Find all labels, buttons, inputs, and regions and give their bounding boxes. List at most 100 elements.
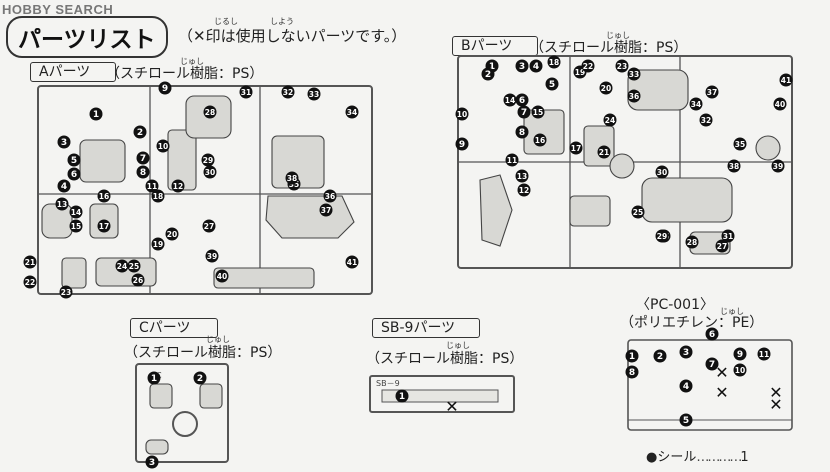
- runner-a-label: Aパーツ: [30, 62, 116, 82]
- svg-text:5: 5: [71, 156, 77, 166]
- part-number-b-9: 10: [455, 107, 469, 121]
- part-number-pc-2: 3: [679, 345, 693, 359]
- svg-text:10: 10: [158, 142, 168, 151]
- part-number-b-23: 24: [603, 113, 617, 127]
- part-number-a-32: 33: [307, 87, 321, 101]
- svg-text:29: 29: [657, 232, 667, 241]
- part-number-a-11: 12: [171, 179, 185, 193]
- part-number-a-1: 2: [133, 125, 147, 139]
- part-number-b-14: 15: [531, 105, 545, 119]
- svg-text:37: 37: [707, 88, 717, 97]
- part-number-a-15: 16: [97, 189, 111, 203]
- part-number-a-37: 38: [285, 171, 299, 185]
- part-number-a-27: 28: [203, 105, 217, 119]
- svg-text:5: 5: [549, 80, 555, 90]
- part-number-a-17: 18: [151, 189, 165, 203]
- pc-unused-cross-mark-3: ✕: [769, 395, 782, 414]
- svg-text:23: 23: [617, 62, 627, 71]
- part-number-a-8: 9: [158, 81, 172, 95]
- part-number-b-5: 6: [515, 93, 529, 107]
- svg-text:4: 4: [683, 382, 689, 392]
- part-number-a-0: 1: [89, 107, 103, 121]
- part-number-a-38: 39: [205, 249, 219, 263]
- svg-text:27: 27: [717, 242, 727, 251]
- svg-text:6: 6: [709, 330, 715, 340]
- runner-c-label-text: Cパーツ: [139, 320, 191, 336]
- part-number-b-17: 18: [547, 55, 561, 69]
- part-number-b-29: 30: [655, 165, 669, 179]
- part-number-a-19: 20: [165, 227, 179, 241]
- part-number-a-18: 19: [151, 237, 165, 251]
- svg-text:4: 4: [61, 182, 67, 192]
- part-number-a-10: 11: [145, 179, 159, 193]
- svg-text:34: 34: [347, 108, 357, 117]
- svg-text:27: 27: [204, 222, 214, 231]
- svg-text:1: 1: [399, 392, 405, 402]
- svg-text:8: 8: [629, 368, 635, 378]
- runner-b-material: （スチロール樹脂：PS）: [530, 40, 688, 56]
- svg-text:13: 13: [517, 172, 527, 181]
- svg-text:3: 3: [519, 62, 525, 72]
- svg-text:11: 11: [507, 156, 517, 165]
- svg-text:12: 12: [519, 186, 529, 195]
- svg-text:25: 25: [129, 262, 139, 271]
- svg-text:3: 3: [683, 348, 689, 358]
- svg-text:38: 38: [729, 162, 739, 171]
- runner-sb9-material: （スチロール樹脂：PS）: [366, 351, 524, 367]
- svg-text:32: 32: [283, 88, 293, 97]
- svg-text:11: 11: [759, 350, 769, 359]
- svg-text:29: 29: [203, 156, 213, 165]
- part-number-b-2: 3: [515, 59, 529, 73]
- part-number-b-13: 14: [503, 93, 517, 107]
- part-number-b-37: 38: [727, 159, 741, 173]
- svg-text:26: 26: [133, 276, 143, 285]
- runner-sb9-tag: SB－9: [376, 379, 400, 388]
- part-number-b-27: 28: [685, 235, 699, 249]
- page-title: パーツリスト: [6, 16, 168, 58]
- svg-text:6: 6: [71, 170, 77, 180]
- part-number-a-28: 29: [201, 153, 215, 167]
- part-number-b-31: 32: [699, 113, 713, 127]
- runner-sb9-label: SB-9パーツ: [372, 318, 480, 338]
- runner-sb9-frame: [369, 375, 515, 413]
- sb9-unused-cross-mark: ✕: [445, 397, 458, 416]
- svg-text:40: 40: [775, 100, 785, 109]
- part-number-a-16: 17: [97, 219, 111, 233]
- part-number-pc-9: 10: [733, 363, 747, 377]
- part-number-b-1: 2: [481, 67, 495, 81]
- runner-a-parts: [41, 95, 355, 289]
- svg-text:20: 20: [167, 230, 177, 239]
- runner-c-parts: [145, 383, 223, 455]
- svg-text:7: 7: [140, 154, 146, 164]
- part-number-b-10: 11: [505, 153, 519, 167]
- svg-text:24: 24: [605, 116, 615, 125]
- svg-text:41: 41: [781, 76, 791, 85]
- part-number-b-22: 23: [615, 59, 629, 73]
- svg-text:6: 6: [519, 96, 525, 106]
- part-number-a-25: 26: [131, 273, 145, 287]
- runner-c-frame: [135, 363, 229, 463]
- svg-text:1: 1: [93, 110, 99, 120]
- svg-text:33: 33: [629, 70, 639, 79]
- svg-text:7: 7: [521, 108, 527, 118]
- runner-b-label-text: Bパーツ: [461, 38, 513, 54]
- svg-text:9: 9: [737, 350, 743, 360]
- svg-text:14: 14: [71, 208, 81, 217]
- part-number-b-16: 17: [569, 141, 583, 155]
- svg-text:5: 5: [683, 416, 689, 426]
- part-number-a-21: 22: [23, 275, 37, 289]
- svg-text:30: 30: [657, 168, 667, 177]
- part-number-a-7: 8: [136, 165, 150, 179]
- svg-text:33: 33: [309, 90, 319, 99]
- part-number-b-32: 33: [627, 67, 641, 81]
- seal-line: ●シール…………1: [646, 446, 749, 465]
- part-number-sb9-0: 1: [395, 389, 409, 403]
- runner-pc-label: 〈PC-001〉: [636, 297, 714, 313]
- svg-text:22: 22: [25, 278, 35, 287]
- svg-text:2: 2: [485, 70, 491, 80]
- watermark-text: HOBBY SEARCH: [2, 2, 114, 17]
- svg-text:25: 25: [633, 208, 643, 217]
- part-number-a-24: 25: [127, 259, 141, 273]
- svg-text:39: 39: [773, 162, 783, 171]
